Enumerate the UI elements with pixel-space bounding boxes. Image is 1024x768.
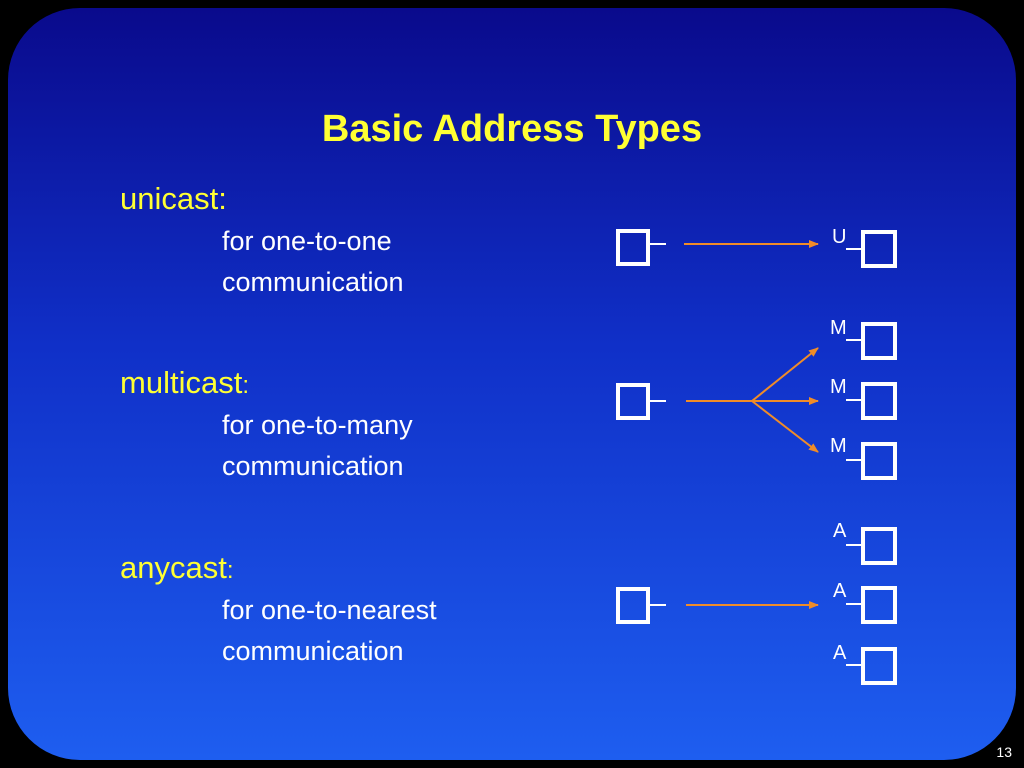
slide-background (8, 8, 1016, 760)
multicast-arrow-top (751, 347, 819, 402)
unicast-desc-line-2: communication (222, 267, 404, 297)
multicast-target-node-1 (861, 322, 897, 360)
anycast-diagram: A A A (616, 520, 897, 685)
unicast-term-label: unicast (120, 181, 219, 216)
unicast-target-node (861, 230, 897, 268)
anycast-target-node-3 (861, 647, 897, 685)
multicast-description: for one-to-many communication (222, 405, 413, 487)
anycast-description: for one-to-nearest communication (222, 590, 437, 672)
slide-title: Basic Address Types (321, 108, 703, 150)
multicast-desc-line-1: for one-to-many (222, 410, 413, 440)
anycast-term: anycast: (120, 550, 234, 589)
multicast-source-node (616, 383, 650, 420)
anycast-source-node (616, 587, 650, 624)
anycast-desc-line-1: for one-to-nearest (222, 595, 437, 625)
anycast-colon: : (226, 557, 234, 584)
anycast-target-node-2 (861, 586, 897, 624)
multicast-target-node-2 (861, 382, 897, 420)
anycast-target-label-1: A (833, 520, 847, 542)
multicast-colon: : (242, 372, 249, 399)
multicast-target-label-3: M (830, 435, 847, 457)
multicast-target-label-1: M (830, 317, 847, 339)
anycast-target-label-3: A (833, 642, 847, 664)
anycast-term-label: anycast (120, 550, 227, 585)
multicast-diagram: M M M (616, 317, 897, 480)
page-number: 13 (996, 744, 1012, 760)
multicast-target-node-3 (861, 442, 897, 480)
unicast-source-node (616, 229, 650, 266)
anycast-desc-line-2: communication (222, 636, 404, 666)
multicast-desc-line-2: communication (222, 451, 404, 481)
anycast-target-label-2: A (833, 580, 847, 602)
unicast-diagram: U (616, 226, 897, 268)
multicast-arrow-bottom (751, 400, 819, 453)
multicast-term: multicast: (120, 365, 249, 404)
unicast-description: for one-to-one communication (222, 221, 404, 303)
unicast-desc-line-1: for one-to-one (222, 226, 392, 256)
anycast-target-node-1 (861, 527, 897, 565)
unicast-colon: : (218, 181, 227, 216)
multicast-target-label-2: M (830, 376, 847, 398)
unicast-target-label: U (832, 226, 846, 248)
unicast-term: unicast: (120, 181, 227, 217)
multicast-term-label: multicast (120, 365, 243, 400)
